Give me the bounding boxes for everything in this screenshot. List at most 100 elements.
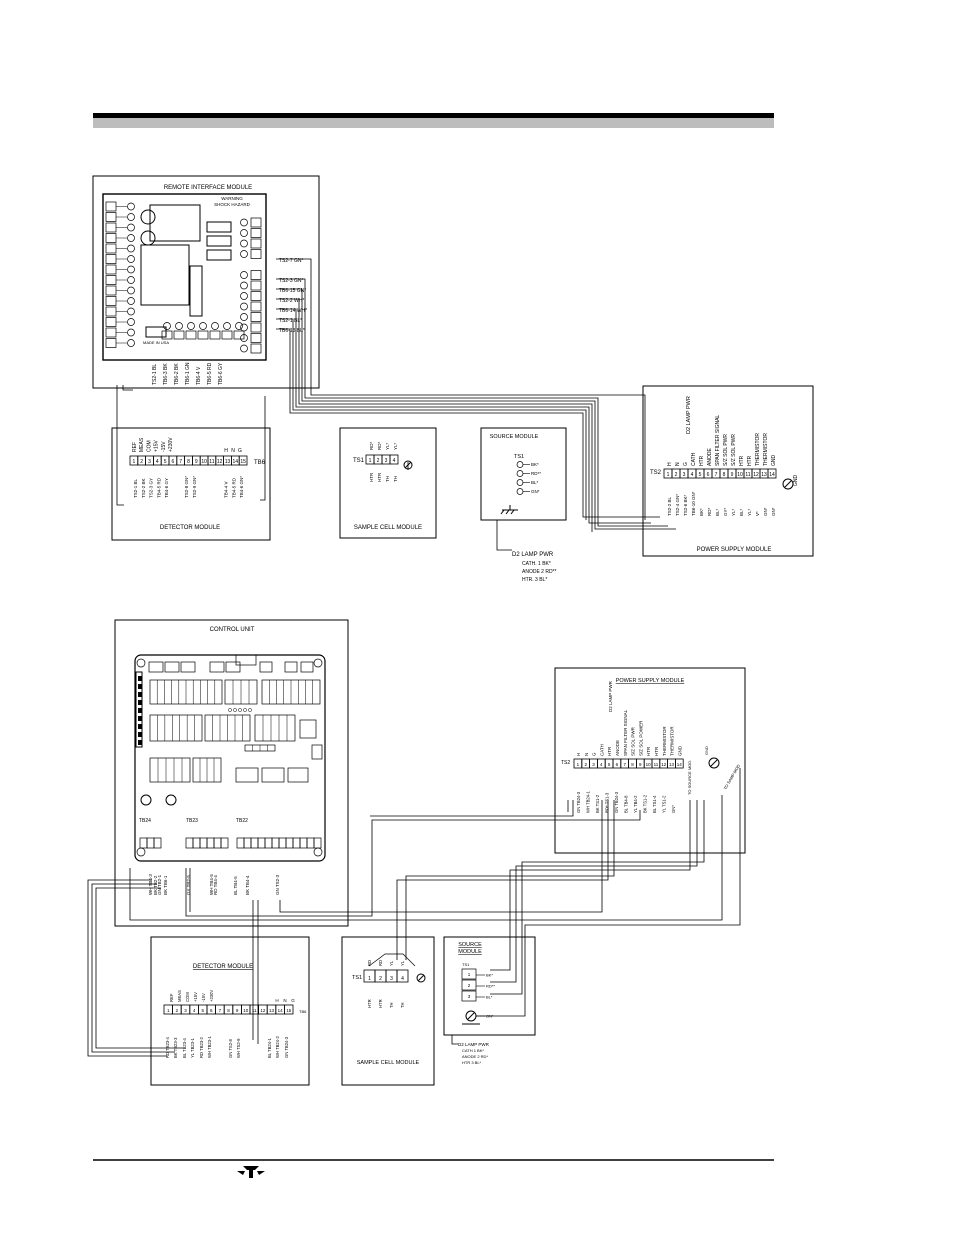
- sample-name-label: TH: [393, 476, 398, 482]
- detector-wire-label: RD TB23-2: [199, 1036, 204, 1058]
- terminal-cell: [206, 837, 215, 849]
- terminal-number: 14: [677, 762, 683, 767]
- terminal-number: 14: [233, 459, 239, 465]
- tb22-label: TB22: [236, 818, 248, 824]
- terminal-number: 5: [164, 459, 167, 465]
- ps-col-label: S/Z SOL PWR: [631, 726, 636, 756]
- terminal-number: 15: [240, 459, 246, 465]
- sample-wire-label: RD*: [377, 442, 382, 450]
- terminal-number: 11: [209, 459, 214, 465]
- ps-col-label: HTR: [699, 455, 705, 466]
- ri-wire-label: TS2-7 GN*: [279, 258, 304, 264]
- cu-wire-label: BL TB4-5: [233, 876, 238, 895]
- detector-col-label: N: [283, 998, 286, 1003]
- detector-wire-label: GN TB24-3: [284, 1036, 289, 1058]
- top-wiring: [116, 258, 676, 551]
- terminal-cell: [238, 455, 248, 466]
- ps-wire-label: TS2-6 BK*: [683, 494, 688, 516]
- sample-wire-label: YL*: [393, 442, 398, 450]
- terminal-number: 4: [600, 762, 603, 767]
- terminal-number: 13: [761, 472, 767, 478]
- source-wire-label: RD**: [531, 471, 541, 476]
- cu-wire-label: GY TB2-5: [186, 875, 191, 895]
- ps-col-label: G: [592, 752, 597, 756]
- terminal-number: 9: [639, 762, 642, 767]
- d2-line: CATH 1 BK*: [462, 1048, 484, 1053]
- detector-col-label: +230V: [168, 437, 174, 452]
- terminal-number: 4: [393, 458, 396, 464]
- terminal-cell: [767, 468, 777, 479]
- source-terminals: BK*RD**BL*GN*: [516, 461, 541, 495]
- detector-wire-label: TS2-1 BL: [133, 478, 138, 498]
- d2-line: HTR 3 BL*: [462, 1060, 482, 1065]
- terminal-number: 5: [608, 762, 611, 767]
- ps-wire-label: RD*: [707, 508, 712, 516]
- detector-col-label: REF: [132, 442, 138, 452]
- terminal-cell: [313, 837, 322, 849]
- ri-wire-label: TS2-1 BL*: [279, 318, 302, 324]
- cu-wire-label: GN TB2-1: [157, 874, 162, 895]
- terminal-number: 11: [654, 762, 659, 767]
- terminal-number: 1: [667, 472, 670, 478]
- terminal-number: 2: [584, 762, 587, 767]
- ps-col-label: GND: [677, 745, 682, 756]
- terminal-number: 1: [369, 458, 372, 464]
- terminal-number: 6: [172, 459, 175, 465]
- sample-wire-label: YL*: [385, 442, 390, 450]
- ri-bottom-label: TB6-3 BK: [163, 363, 169, 385]
- terminal-cell: [192, 837, 201, 849]
- sample-name-label: HTR: [377, 472, 382, 482]
- ps-wire-label: GN TB24-3: [576, 791, 581, 813]
- source-title: SOURCE MODULE: [490, 434, 539, 440]
- terminal-number: 14: [278, 1008, 284, 1013]
- bottom-wiring: [87, 768, 741, 1057]
- detector-col-label: MEAS: [177, 990, 182, 1002]
- ri-bottom-label: TB6-1 GN: [185, 362, 191, 385]
- detector-wire-label: TB4-4 V: [224, 481, 229, 498]
- terminal-number: 3: [592, 762, 595, 767]
- terminal-cell: [285, 837, 294, 849]
- ps-col-label: S/Z SOL POWER: [638, 720, 643, 756]
- detector-wire-label: TS2-8 GN*: [184, 476, 189, 498]
- detector-wire-label: WH TB24-2: [275, 1036, 280, 1058]
- ps-wire-label: WH TB24-1: [586, 791, 591, 813]
- ps-d2-label: D2 LAMP PWR: [686, 396, 692, 434]
- terminal-number: 10: [243, 1008, 249, 1013]
- ri-bottom-label: TB6-2 BK: [174, 363, 180, 385]
- terminal-cell: [306, 837, 315, 849]
- detector-col-label: N: [231, 448, 235, 454]
- ps-col-label: HTR: [739, 455, 745, 466]
- ps-wire-label: TS2-2 BL: [667, 496, 672, 516]
- source-title-2: MODULE: [458, 949, 482, 955]
- terminal-number: 12: [217, 459, 223, 465]
- terminal-number: 3: [148, 459, 151, 465]
- teledyne-logo-icon: [237, 1166, 265, 1178]
- ps-col-label: THERMISTOR: [670, 726, 675, 756]
- terminal-number: 1: [577, 762, 580, 767]
- ri-right-terminal-strip: [240, 217, 262, 354]
- ps-col-label: THERMISTOR: [662, 726, 667, 756]
- terminal-number: 10: [201, 459, 207, 465]
- tb23-label: TB23: [186, 818, 198, 824]
- cu-wire-label: RD TB4-4: [213, 875, 218, 895]
- sample-name-label: TH: [385, 476, 390, 482]
- terminal-cell: [264, 837, 273, 849]
- sample-wire-label: RD: [367, 960, 372, 966]
- ps-ground-screw-icon: [708, 757, 720, 769]
- d2-lamp-label: D2 LAMP PWR: [458, 1042, 490, 1047]
- ri-wire-label: TB6-13 BL*: [279, 328, 305, 334]
- detector-col-label: MEAS: [139, 437, 145, 452]
- terminal-cell: [185, 837, 194, 849]
- terminal-number: 2: [675, 472, 678, 478]
- terminal-number: 10: [646, 762, 652, 767]
- sample-wire-label: RD*: [369, 442, 374, 450]
- remote-interface-module: REMOTE INTERFACE MODULE WARNING SHOCK HA…: [92, 175, 320, 389]
- ps-col-label: HTR: [654, 746, 659, 756]
